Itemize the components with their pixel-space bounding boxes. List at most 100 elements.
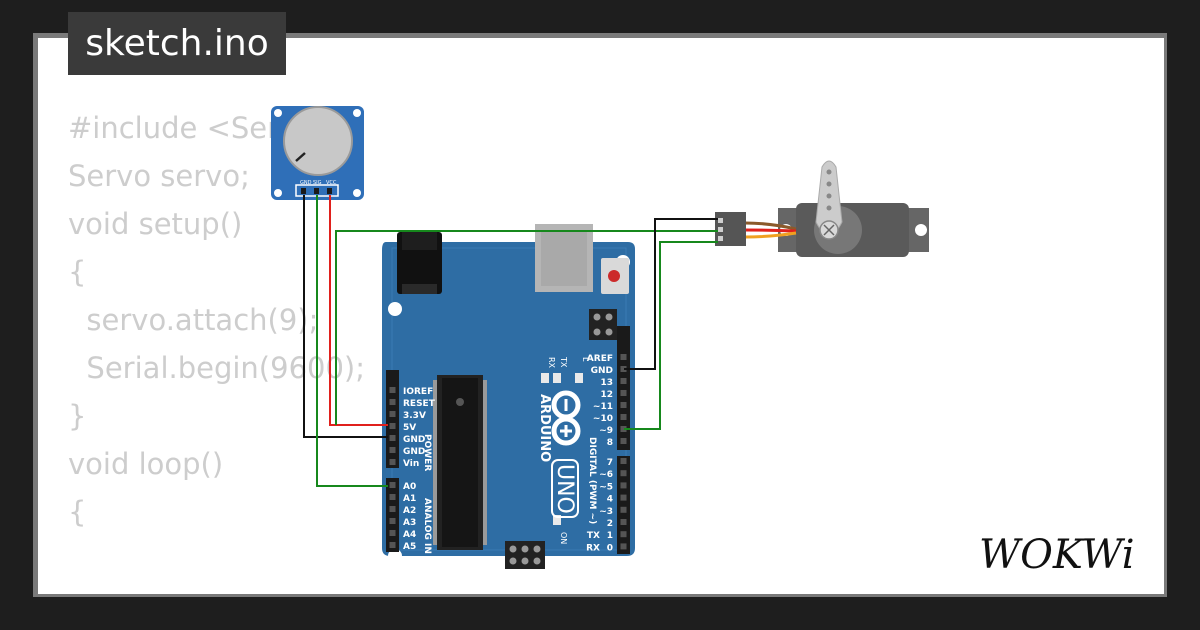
header-pin-hole[interactable] — [389, 399, 396, 405]
pot-pin-vcc: VCC — [326, 180, 337, 186]
header-pin-hole[interactable] — [389, 411, 396, 417]
header-pin-hole[interactable] — [389, 459, 396, 465]
header-pin-hole[interactable] — [620, 378, 627, 384]
atmega-chip — [433, 375, 487, 550]
logo-text: WOKWi — [979, 532, 1135, 578]
header-pin-hole[interactable] — [620, 470, 627, 477]
header-pin-hole[interactable] — [389, 494, 396, 500]
pin-label: A0 — [403, 482, 416, 492]
digital-header-upper — [617, 326, 630, 450]
l-label: L — [581, 357, 590, 362]
code-line: int x = analogRead(A0); — [68, 584, 435, 594]
file-name-tab[interactable]: sketch.ino — [68, 12, 286, 75]
header-pin-hole[interactable] — [620, 354, 627, 360]
power-header — [386, 370, 399, 468]
pin-label: GND — [403, 435, 425, 445]
brand-label: ARDUINO — [537, 394, 552, 462]
pin-label: 12 — [600, 390, 613, 400]
wire-pot-vcc[interactable] — [329, 195, 388, 426]
header-pin-hole[interactable] — [620, 494, 627, 501]
header-pin-hole[interactable] — [620, 390, 627, 396]
pin-label: 4 — [607, 495, 613, 505]
code-line: void loop() — [68, 447, 224, 481]
wires — [303, 195, 718, 487]
code-line: Serial.begin(9600); — [68, 351, 366, 385]
header-pin-hole[interactable] — [389, 542, 396, 548]
digital-header-lower — [617, 456, 630, 554]
pin-label: ~5 — [599, 482, 613, 492]
header-pin-hole[interactable] — [389, 482, 396, 488]
header-pin-hole[interactable] — [620, 519, 627, 525]
pin-label: TX — [587, 531, 600, 541]
code-line: { — [68, 495, 87, 529]
header-pin-hole[interactable] — [389, 423, 396, 429]
servo-motor[interactable] — [715, 160, 929, 257]
pin-label: A1 — [403, 494, 416, 504]
header-pin-hole[interactable] — [620, 438, 627, 444]
pin-label: 13 — [600, 378, 613, 388]
header-pin-hole[interactable] — [620, 482, 627, 489]
pin-label: 2 — [607, 519, 613, 529]
pin-label: A3 — [403, 518, 416, 528]
header-pin-hole[interactable] — [389, 435, 396, 441]
icsp-header — [589, 309, 617, 340]
pin-label: AREF — [587, 354, 613, 364]
on-label: ON — [559, 532, 568, 544]
code-line: } — [68, 399, 87, 433]
pot-knob[interactable] — [283, 106, 353, 176]
header-pin-hole[interactable] — [620, 543, 627, 550]
code-preview: #include <Ser Servo servo; void setup() … — [68, 104, 435, 594]
power-header-title: POWER — [422, 434, 432, 471]
pot-pin-gnd: GND — [300, 180, 312, 186]
header-pin-hole[interactable] — [620, 531, 627, 538]
pin-label: 5V — [403, 423, 416, 433]
header-pin-hole[interactable] — [620, 366, 627, 372]
tx-label: TX — [559, 356, 568, 368]
pin-label: A4 — [403, 530, 416, 540]
code-line: Servo servo; — [68, 159, 250, 193]
header-pin-hole[interactable] — [620, 506, 627, 513]
wire-pot-gnd[interactable] — [303, 195, 388, 438]
pin-label: ~6 — [599, 470, 613, 480]
arduino-logo — [551, 390, 581, 446]
header-pin-hole[interactable] — [389, 518, 396, 524]
pin-label: 1 — [607, 531, 613, 541]
tx-rx-leds — [541, 373, 583, 525]
pin-label: RESET — [403, 399, 436, 409]
pin-label: 3.3V — [403, 411, 426, 421]
header-pin-hole[interactable] — [620, 458, 627, 464]
wire-servo-gnd[interactable] — [624, 218, 718, 370]
arduino-uno-board[interactable]: RX TX L ON ARDUINO UNO POWER ANALOG IN I… — [382, 224, 635, 569]
wire-pot-sig[interactable] — [316, 195, 388, 487]
header-pin-hole[interactable] — [620, 426, 627, 432]
usb-connector — [535, 224, 593, 292]
code-line: servo.attach(9); — [68, 303, 319, 337]
pin-label: 0 — [607, 543, 613, 553]
pin-label: A2 — [403, 506, 416, 516]
header-pin-hole[interactable] — [389, 506, 396, 512]
pin-label: GND — [591, 366, 613, 376]
analog-header — [386, 478, 399, 552]
pot-pin-sig: SIG — [313, 180, 322, 186]
model-badge: UNO — [551, 459, 579, 518]
model-label: UNO — [552, 464, 577, 514]
pin-label: ~10 — [593, 414, 613, 424]
header-pin-hole[interactable] — [620, 414, 627, 420]
pin-label: Vin — [403, 459, 419, 469]
reset-button[interactable] — [601, 258, 629, 294]
header-pin-hole[interactable] — [389, 387, 396, 393]
pin-label: ~11 — [593, 402, 613, 412]
header-pin-hole[interactable] — [389, 530, 396, 536]
pin-label: IOREF — [403, 387, 433, 397]
potentiometer[interactable]: GND SIG VCC — [271, 106, 364, 200]
wire-servo-vcc[interactable] — [335, 230, 718, 425]
code-line: #include <Ser — [68, 111, 280, 145]
wire-servo-signal[interactable] — [624, 241, 718, 430]
header-pin-hole[interactable] — [620, 402, 627, 408]
digital-header-title: DIGITAL (PWM ~) — [587, 437, 597, 524]
icsp-header-bottom — [505, 541, 545, 569]
header-pin-hole[interactable] — [389, 447, 396, 453]
